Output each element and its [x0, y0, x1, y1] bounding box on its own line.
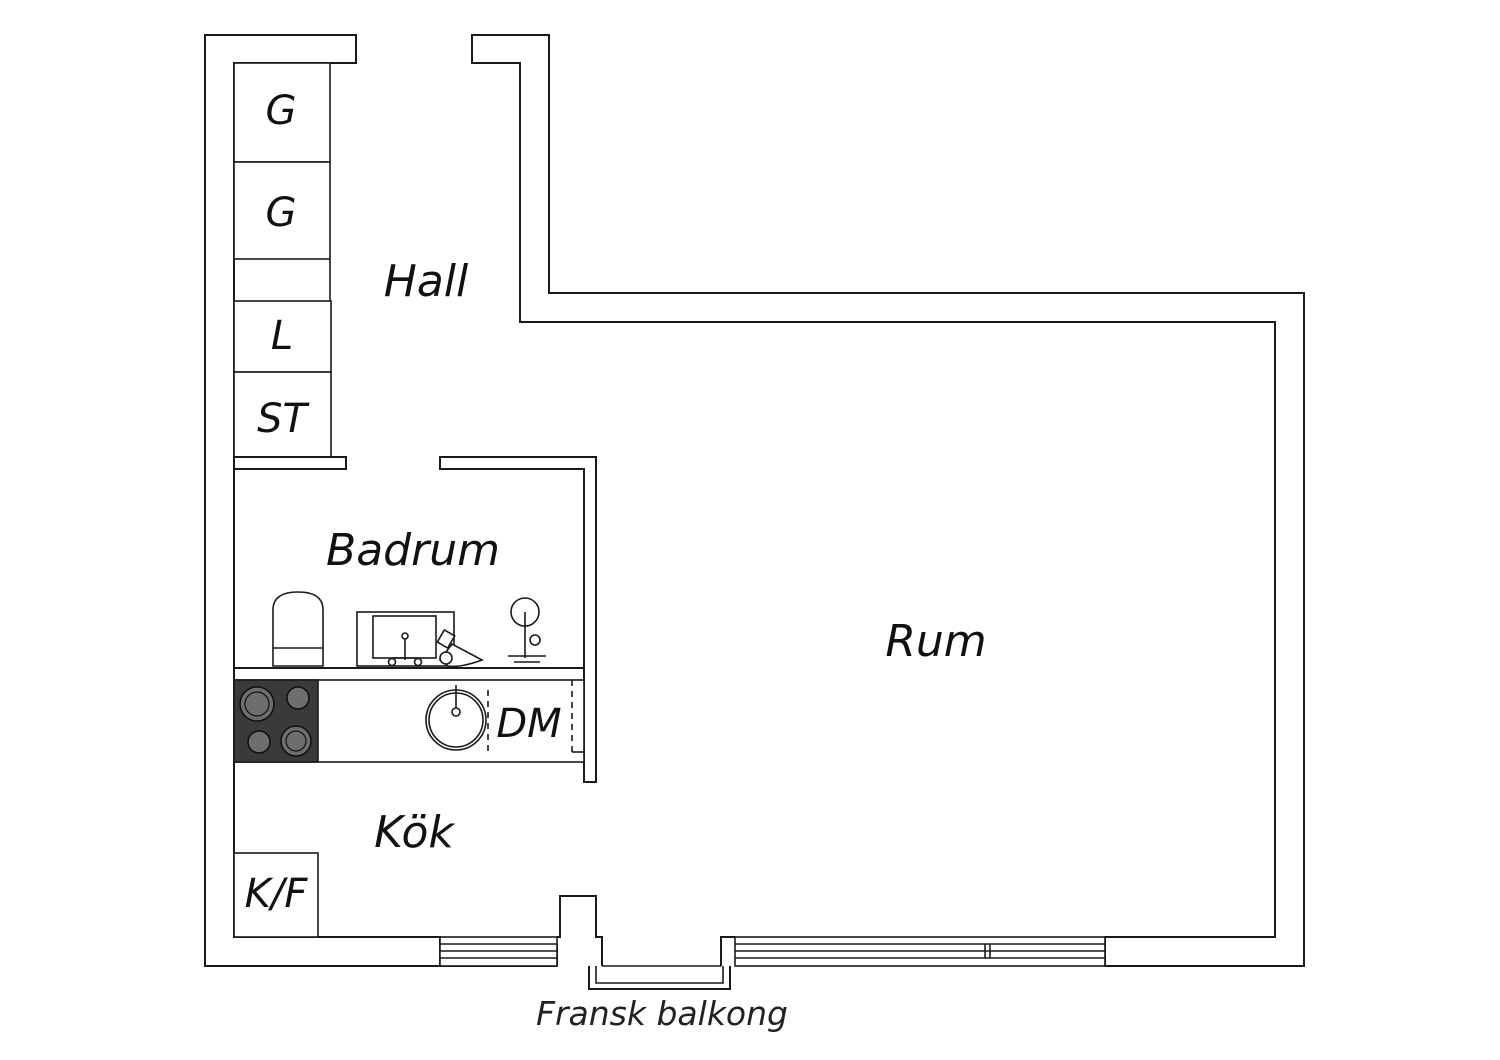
bathroom-wall-top-right [439, 456, 597, 783]
room-label-kok: Kök [374, 807, 455, 858]
room-label-hall: Hall [384, 256, 469, 307]
closet-label-st: ST [257, 396, 310, 442]
dishwasher-label: DM [496, 701, 561, 747]
room-label-rum: Rum [885, 616, 986, 667]
closet-label-g2: G [266, 190, 297, 236]
closet-label-l: L [271, 313, 293, 359]
balcony-caption: Fransk balkong [536, 994, 788, 1033]
kitchen-sink [425, 685, 487, 751]
bathroom-sink [356, 611, 455, 667]
stove [233, 679, 319, 763]
closet-label-g1: G [266, 88, 297, 134]
shower-mixer [436, 628, 484, 668]
french-balcony [588, 965, 731, 990]
room-label-badrum: Badrum [326, 525, 500, 576]
toilet [272, 591, 324, 667]
fridge-freezer [233, 852, 319, 938]
window-kitchen [439, 936, 558, 967]
bathroom-wall-top-left [234, 456, 347, 470]
shower-head [508, 597, 546, 663]
bottom-wall-pier [556, 895, 735, 966]
fridge-freezer-label: K/F [245, 871, 309, 917]
window-living-room [734, 936, 1106, 967]
